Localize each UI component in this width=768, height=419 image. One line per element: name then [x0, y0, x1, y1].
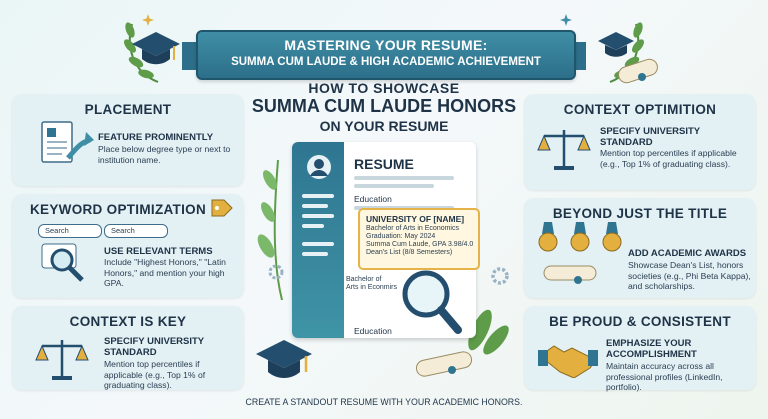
- search-input-2[interactable]: Search: [104, 224, 168, 238]
- diploma-scroll-icon: [543, 265, 597, 284]
- headline-line1: HOW TO SHOWCASE: [308, 80, 460, 96]
- diploma-scroll-icon: [618, 58, 658, 84]
- leaf-plant-icon: [257, 159, 283, 300]
- callout-honors: Summa Cum Laude, GPA 3.98/4.0: [366, 241, 474, 248]
- resume-line: [354, 184, 434, 188]
- beyond-item-title: ADD ACADEMIC AWARDS: [628, 248, 747, 259]
- headline-line3: ON YOUR RESUME: [319, 118, 449, 134]
- banner-subtitle: SUMMA CUM LAUDE & HIGH ACADEMIC ACHIEVEM…: [231, 56, 541, 68]
- keyword-item-title: USE RELEVANT TERMS: [104, 246, 213, 257]
- title-banner: MASTERING YOUR RESUME: SUMMA CUM LAUDE &…: [196, 30, 576, 80]
- resume-small-line1: Bachelor of: [346, 276, 382, 283]
- resume-line: [354, 176, 454, 180]
- graduation-cap-icon: [256, 340, 312, 378]
- magnifier-icon: [41, 243, 84, 282]
- scale-icon: [537, 130, 591, 170]
- proud-card: BE PROUD & CONSISTENT EMPHASIZE YOUR ACC…: [524, 306, 756, 392]
- placement-card: PLACEMENT FEATURE PROMINENTLY Place belo…: [12, 94, 244, 186]
- graduation-cap-icon: [132, 32, 180, 65]
- resume-small-line2: Arts in Econmirs: [346, 284, 397, 291]
- callout-university: UNIVERSITY OF [NAME]: [366, 214, 465, 224]
- placement-title: PLACEMENT: [84, 102, 172, 117]
- placement-item-body: Place below degree type or next to insti…: [98, 144, 231, 165]
- banner-title: MASTERING YOUR RESUME:: [284, 37, 488, 53]
- sparkle-icon: [142, 14, 154, 26]
- context-left-card: CONTEXT IS KEY SPECIFY UNIVERSITY STANDA…: [12, 306, 244, 390]
- context-right-card: CONTEXT OPTIMITION SPECIFY UNIVERSITY ST…: [524, 94, 756, 190]
- sidebar-line: [302, 252, 328, 256]
- context-left-title: CONTEXT IS KEY: [69, 314, 187, 329]
- left-laurel-icon: [124, 22, 159, 83]
- avatar: [307, 155, 331, 179]
- tag-icon: [211, 199, 233, 217]
- placement-item-title: FEATURE PROMINENTLY: [98, 132, 214, 143]
- medals-icon: [538, 222, 622, 252]
- sidebar-line: [302, 224, 324, 228]
- education-highlight-callout: UNIVERSITY OF [NAME] Bachelor of Arts in…: [358, 208, 480, 270]
- headline-line2: SUMMA CUM LAUDE HONORS: [251, 96, 517, 116]
- beyond-item-body: Showcase Dean's List, honors societies (…: [628, 260, 751, 291]
- resume-heading: RESUME: [354, 156, 414, 172]
- context-right-item-title: SPECIFY UNIVERSITY STANDARD: [600, 126, 700, 148]
- sparkle-icon: [560, 14, 572, 26]
- graduation-cap-right-icon: [598, 32, 634, 57]
- resume-education-label: Education: [354, 194, 392, 204]
- keyword-item-body: Include "Highest Honors," "Latin Honors,…: [104, 257, 226, 288]
- beyond-card: BEYOND JUST THE TITLE ADD ACADEMIC AWARD…: [524, 198, 756, 298]
- search-input[interactable]: Search: [38, 224, 102, 238]
- proud-title: BE PROUD & CONSISTENT: [549, 314, 731, 329]
- magnifier-icon: [402, 270, 462, 334]
- scale-icon: [35, 340, 89, 380]
- sidebar-line: [302, 214, 334, 218]
- leaf-plant-icon: [468, 309, 509, 355]
- proud-item-title: EMPHASIZE YOUR ACCOMPLISHMENT: [606, 338, 697, 360]
- callout-graduation: Graduation: May 2024: [366, 233, 436, 240]
- context-right-item-body: Mention top percentiles if applicable (e…: [600, 148, 737, 169]
- gear-icon: [268, 264, 284, 280]
- document-icon: [41, 121, 94, 163]
- handshake-icon: [538, 345, 598, 378]
- beyond-title: BEYOND JUST THE TITLE: [552, 206, 728, 221]
- context-right-title: CONTEXT OPTIMITION: [563, 102, 717, 117]
- sidebar-line: [302, 194, 334, 198]
- sidebar-line: [302, 204, 328, 208]
- keyword-title: KEYWORD OPTIMIZATION: [30, 202, 206, 217]
- callout-degree: Bachelor of Arts in Economics: [366, 225, 459, 232]
- context-left-item-body: Mention top percentiles if applicable (e…: [104, 359, 206, 390]
- context-left-item-title: SPECIFY UNIVERSITY STANDARD: [104, 336, 204, 358]
- resume-education-label-2: Education: [354, 326, 392, 336]
- proud-item-body: Maintain accuracy across all professiona…: [606, 361, 723, 392]
- callout-deans-list: Dean's List (8/8 Semesters): [366, 249, 453, 256]
- footer-tagline: CREATE A STANDOUT RESUME WITH YOUR ACADE…: [245, 397, 523, 407]
- gear-icon: [491, 267, 509, 285]
- keyword-card: KEYWORD OPTIMIZATION Search Search USE R…: [12, 194, 244, 298]
- diploma-scroll-icon: [415, 351, 473, 377]
- sidebar-line: [302, 242, 334, 246]
